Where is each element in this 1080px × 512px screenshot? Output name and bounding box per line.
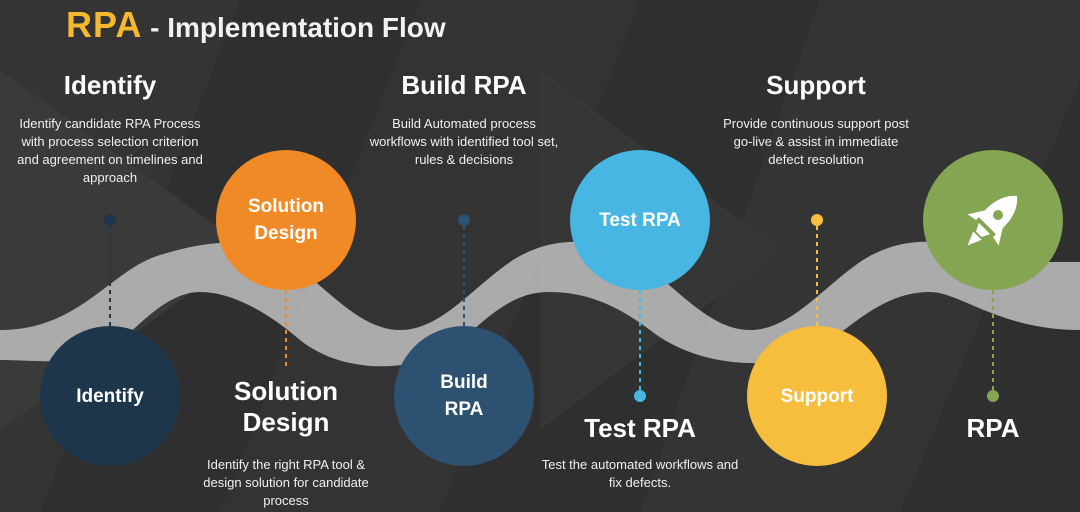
support-bubble: Support [747,326,887,466]
test-rpa-bubble: Test RPA [570,150,710,290]
connector-dot-build-rpa [458,214,470,226]
page-title: RPA - Implementation Flow [66,4,446,46]
rpa-bubble [923,150,1063,290]
solution-design-bubble: Solution Design [216,150,356,290]
bg-stripe [220,0,640,512]
connector-dot-test-rpa [634,390,646,402]
connector-dot-identify [104,214,116,226]
build-rpa-description: Build Automated process workflows with i… [369,116,559,167]
test-rpa-heading: Test RPA [584,413,696,443]
solution-design-bubble-label: Solution Design [248,196,324,244]
solution-design-description: Identify the right RPA tool & design sol… [203,457,369,508]
solution-design-heading: Solution Design [234,376,338,437]
build-rpa-heading: Build RPA [401,70,527,100]
support-description: Provide continuous support post go-live … [723,116,909,167]
support-heading: Support [766,70,866,100]
build-rpa-bubble-label: Build RPA [440,372,488,420]
identify-bubble-label: Identify [76,385,144,407]
title-rest: - Implementation Flow [142,12,446,43]
support-bubble-label: Support [780,385,854,407]
rocket-icon [967,195,1018,246]
title-accent: RPA [66,4,143,45]
connector-dot-rpa [987,390,999,402]
rpa-heading: RPA [966,413,1020,443]
test-rpa-bubble-label: Test RPA [599,209,681,231]
identify-heading: Identify [63,70,157,100]
identify-bubble: Identify [40,326,180,466]
test-rpa-description: Test the automated workflows and fix def… [541,457,739,490]
build-rpa-bubble: Build RPA [394,326,534,466]
connector-dot-support [811,214,823,226]
identify-description: Identify candidate RPA Process with proc… [17,116,203,185]
